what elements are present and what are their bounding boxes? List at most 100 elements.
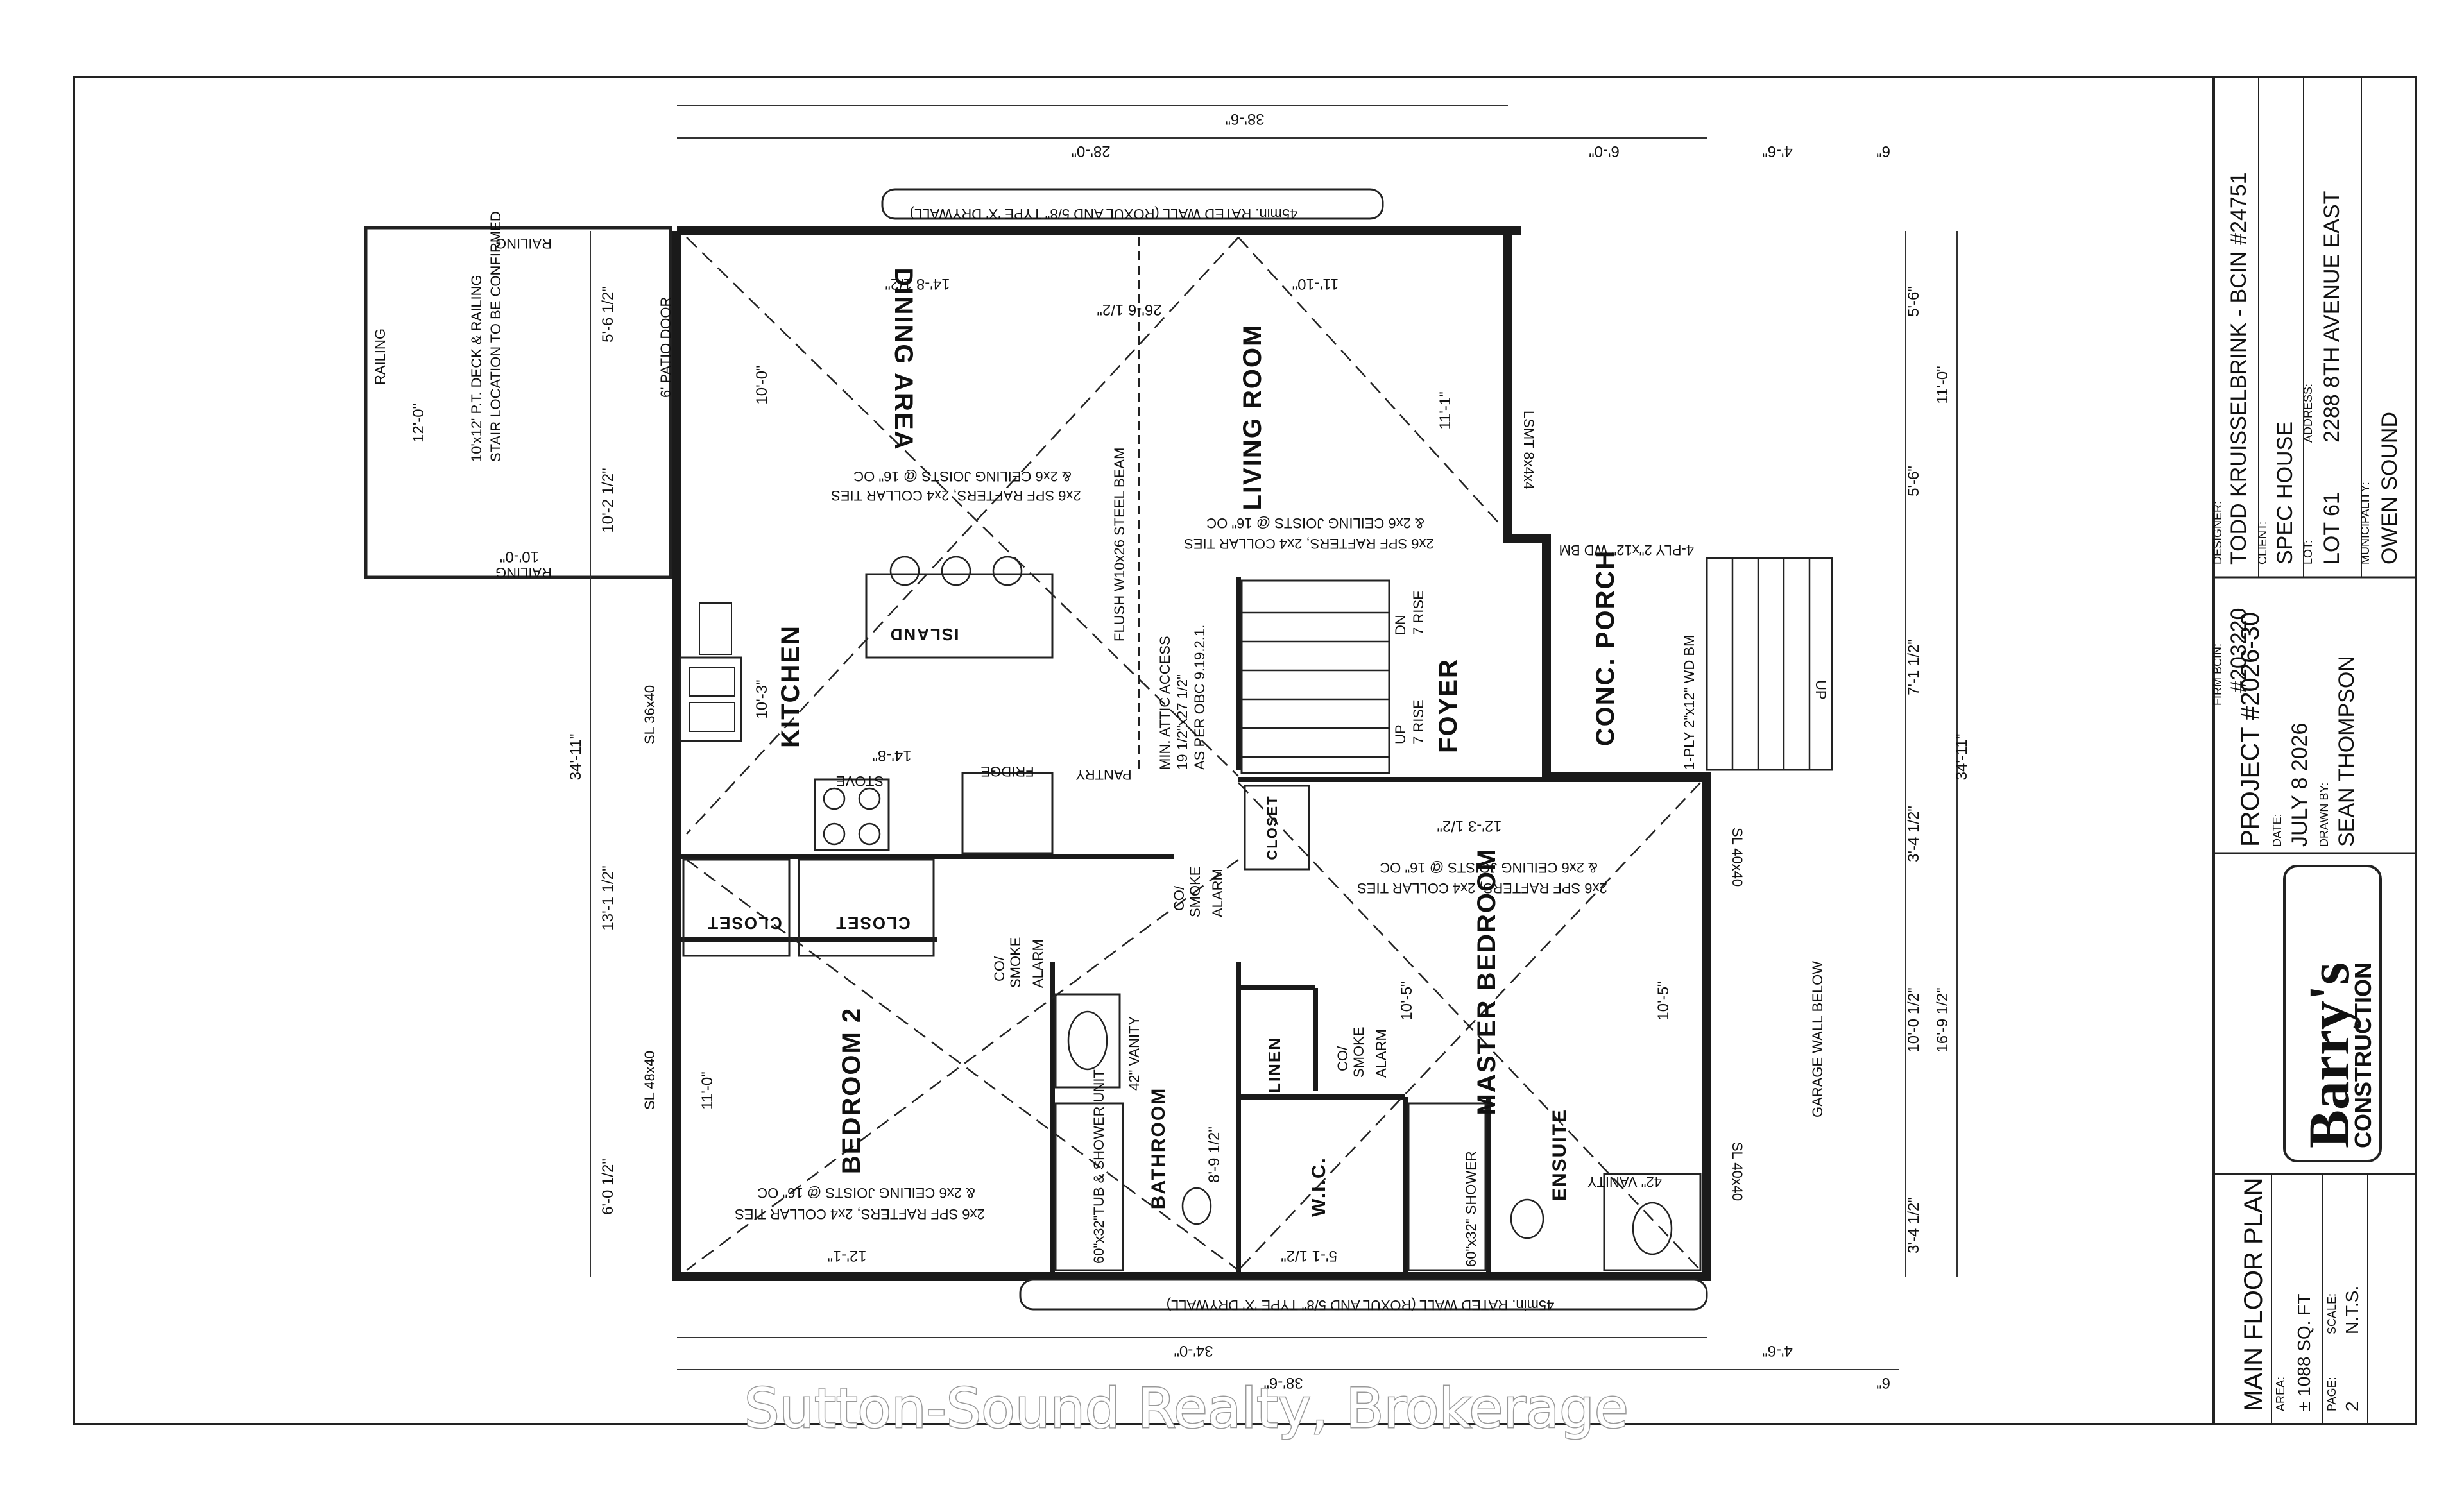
dim-overall-width: 38'-6"	[1225, 110, 1264, 128]
room-fridge: FRIDGE	[980, 763, 1034, 779]
room-dining: DINING AREA	[889, 268, 918, 451]
dim-master-h: 10'-5"	[1398, 981, 1416, 1020]
exterior-walls	[672, 226, 1711, 1281]
tb-drawn: SEAN THOMPSON	[2334, 656, 2359, 847]
patio-door-label: 6' PATIO DOOR	[658, 297, 674, 398]
deck-length-dim: 10'-0"	[500, 548, 539, 565]
stair-dn-label: DN	[1392, 615, 1408, 635]
dim-right-2: 5'-6"	[1905, 466, 1922, 497]
room-porch: CONC. PORCH	[1591, 550, 1620, 746]
smoke-hall-3: ALARM	[1210, 869, 1226, 917]
tb-date-label: DATE:	[2271, 813, 2284, 847]
watermark: Sutton-Sound Realty, Brokerage	[744, 1377, 1629, 1441]
dim-dining-w: 14'-8 1/2"	[885, 275, 950, 293]
tb-drawn-label: DRAWN BY:	[2318, 783, 2331, 847]
tb-area: ± 1088 SQ. FT	[2294, 1294, 2314, 1411]
dim-right-5: 3'-4 1/2"	[1905, 806, 1922, 862]
dim-height-right: 34'-11"	[1953, 734, 1971, 781]
dim-bottom-34: 34'-0"	[1174, 1342, 1213, 1359]
room-stove: STOVE	[836, 773, 884, 789]
tb-firm-label: FIRM BCIN:	[2211, 643, 2224, 706]
tb-address-label: ADDRESS:	[2302, 384, 2314, 443]
tb-client-label: CLIENT:	[2256, 522, 2269, 565]
logo-text-2: CONSTRUCTION	[2350, 962, 2376, 1148]
rafters-living: 2x6 SPF RAFTERS, 2x4 COLLAR TIES	[1184, 536, 1434, 552]
logo-text-1: Barry's	[2298, 962, 2361, 1148]
deck-note: 10'x12' P.T. DECK & RAILING	[468, 275, 484, 462]
dim-master-h2: 10'-5"	[1655, 981, 1672, 1020]
bath-fixtures	[1054, 993, 1702, 1271]
steel-beam-label: FLUSH W10x26 STEEL BEAM	[1111, 448, 1127, 642]
tb-page: 2	[2342, 1401, 2362, 1411]
room-foyer: FOYER	[1434, 658, 1462, 753]
room-bedroom2: BEDROOM 2	[837, 1007, 866, 1174]
tub-label: 60"x32"TUB & SHOWER UNIT	[1091, 1069, 1107, 1264]
room-island: ISLAND	[889, 625, 959, 644]
smoke-bed2-1: CO/	[991, 956, 1007, 982]
rafters-dining: 2x6 SPF RAFTERS, 2x4 COLLAR TIES	[831, 488, 1081, 504]
tb-date: JULY 8 2026	[2288, 723, 2312, 847]
dim-right-6: 10'-0 1/2"	[1905, 987, 1922, 1052]
dim-left-1: 5'-6 1/2"	[599, 286, 617, 343]
room-closet-3: CLOSET	[1264, 795, 1280, 860]
room-linen: LINEN	[1265, 1037, 1284, 1093]
tb-address: 2288 8TH AVENUE EAST	[2320, 191, 2344, 443]
dimension-lines	[590, 105, 1958, 1370]
dim-master-w: 12'-3 1/2"	[1437, 817, 1502, 835]
dim-height-left: 34'-11"	[567, 734, 585, 781]
smoke-bed2-2: SMOKE	[1007, 937, 1023, 988]
tb-area-label: AREA:	[2274, 1377, 2287, 1411]
stair-rise-up: 7 RISE	[1410, 699, 1426, 744]
dim-kitchen-w: 14'-8"	[872, 747, 911, 764]
dim-bed2-w: 12'-1"	[827, 1247, 866, 1264]
dim-beam-w: 26'-6 1/2"	[1097, 301, 1161, 318]
rafters-bed2: 2x6 SPF RAFTERS, 2x4 COLLAR TIES	[735, 1206, 985, 1222]
closets	[682, 785, 1310, 957]
smoke-master-3: ALARM	[1373, 1029, 1389, 1078]
tb-sheet-title: MAIN FLOOR PLAN	[2239, 1177, 2268, 1411]
deck-stair-note: STAIR LOCATION TO BE CONFIRMED	[488, 211, 504, 462]
tb-scale-label: SCALE:	[2325, 1293, 2338, 1334]
vanity-bath: 42" VANITY	[1126, 1016, 1142, 1091]
title-block	[2214, 77, 2416, 1424]
room-closet-1: CLOSET	[706, 914, 782, 933]
rafters-master: 2x6 SPF RAFTERS, 2x4 COLLAR TIES	[1357, 880, 1607, 896]
porch-steps-up: UP	[1813, 680, 1829, 700]
dim-top-6: 6'-0"	[1589, 142, 1620, 160]
tb-client: SPEC HOUSE	[2273, 421, 2297, 565]
dim-right-7: 16'-9 1/2"	[1934, 987, 1951, 1052]
dim-right-3: 11'-0"	[1934, 366, 1951, 404]
ceiling-diagonals	[686, 237, 1701, 1271]
dim-left-2: 10'-2 1/2"	[599, 468, 617, 532]
dim-kitchen-h: 10'-3"	[753, 679, 771, 718]
tb-lot-label: LOT:	[2302, 540, 2314, 565]
tb-project: PROJECT #2026-30	[2236, 612, 2264, 847]
dim-top-46: 4'-6"	[1762, 142, 1793, 160]
dim-wic-w: 5'-1 1/2"	[1281, 1247, 1337, 1264]
room-master: MASTER BEDROOM	[1473, 848, 1501, 1116]
beam1-label: 4-PLY 2"x12" WD BM	[1559, 542, 1694, 558]
dim-bed2-h: 11'-0"	[699, 1071, 716, 1109]
dim-bath-h: 8'-9 1/2"	[1206, 1126, 1223, 1183]
dim-right-4: 7'-1 1/2"	[1905, 639, 1922, 695]
joists-dining: & 2x6 CEILING JOISTS @ 16" OC	[853, 468, 1072, 484]
fire-wall-bottom: 45min. RATED WALL (ROXUL AND 5/8" TYPE '…	[1167, 1297, 1555, 1313]
smoke-hall-2: SMOKE	[1187, 867, 1203, 917]
dim-right-1: 5'-6"	[1905, 286, 1922, 317]
dim-living-h: 11'-1"	[1437, 391, 1454, 429]
tb-municipality: OWEN SOUND	[2377, 412, 2402, 565]
window-kitchen: SL 36x40	[642, 685, 658, 744]
dim-left-4: 6'-0 1/2"	[599, 1159, 617, 1215]
tb-firm: #203220	[2227, 608, 2251, 693]
room-kitchen: KITCHEN	[776, 625, 805, 748]
tb-scale: N.T.S.	[2342, 1286, 2362, 1334]
deck-railing-bottom: RAILING	[495, 565, 552, 581]
vanity-ensuite: 42" VANITY	[1587, 1174, 1662, 1190]
attic-3: AS PER OBC 9.19.2.1.	[1192, 625, 1208, 770]
dim-right-8: 3'-4 1/2"	[1905, 1197, 1922, 1254]
room-ensuite: ENSUITE	[1549, 1109, 1570, 1201]
smoke-master-1: CO/	[1335, 1046, 1351, 1071]
room-pantry: PANTRY	[1075, 767, 1132, 783]
company-logo: Barry's CONSTRUCTION	[2283, 865, 2382, 1162]
deck-width-dim: 12'-0"	[410, 404, 427, 443]
